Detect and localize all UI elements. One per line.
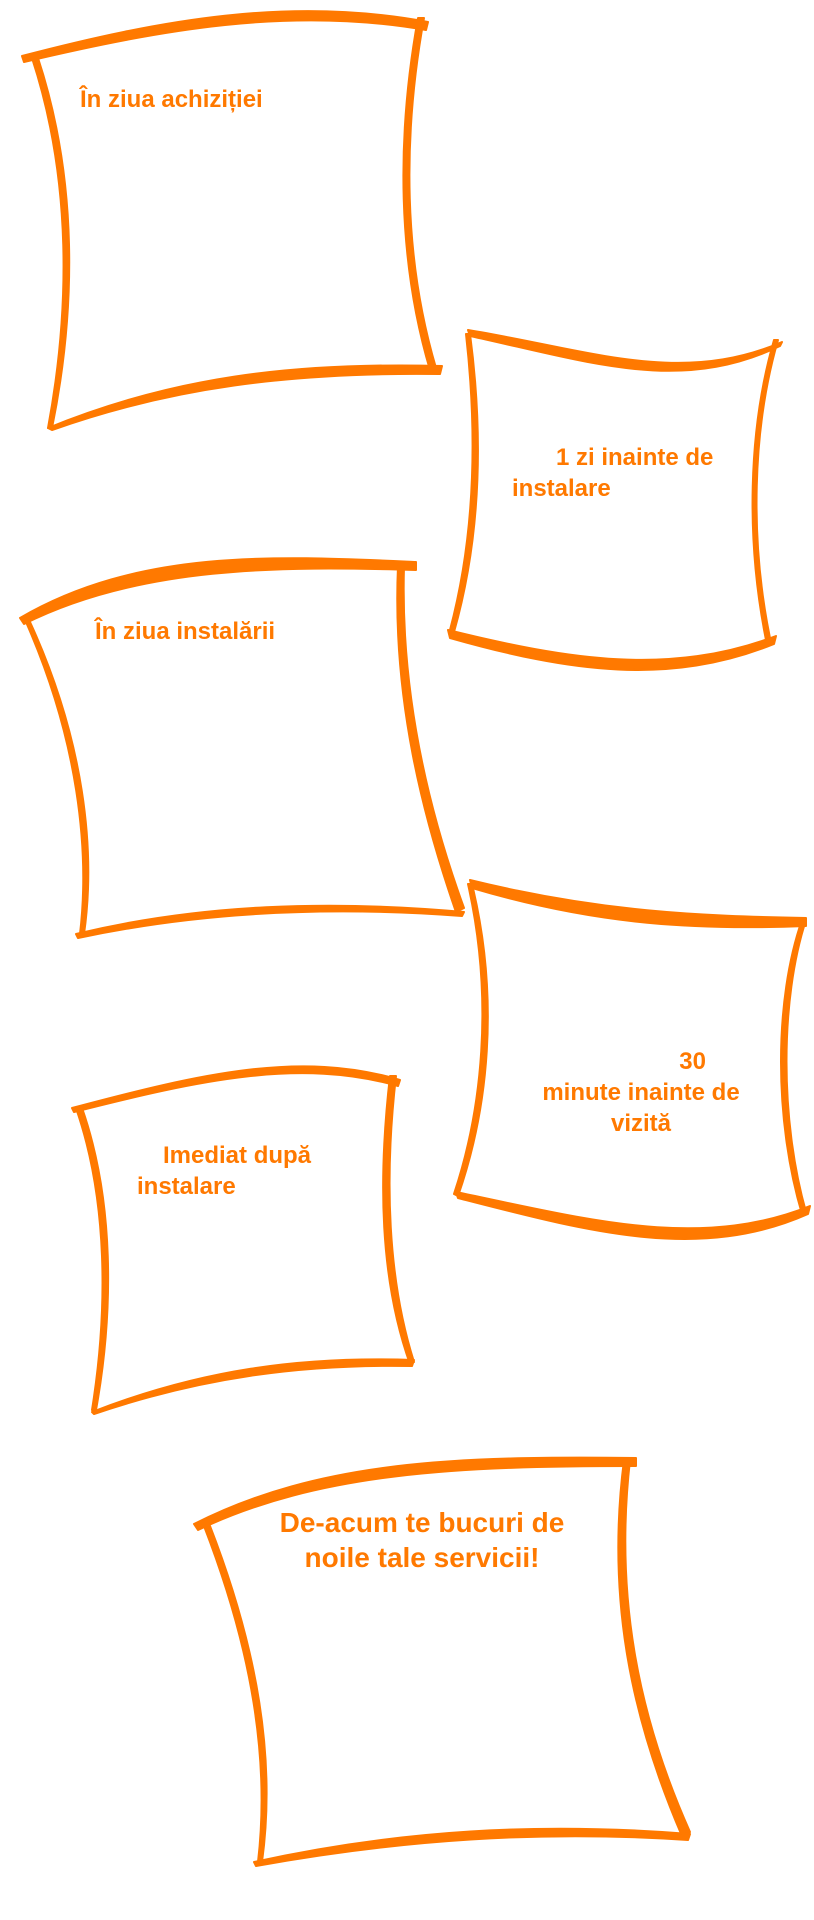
step-3-line-1: În ziua instalării: [95, 618, 276, 645]
step-5-line-2: instalare: [137, 1173, 236, 1200]
sketch-frame-2: [447, 329, 783, 671]
step-6-label: De-acum te bucuri de noile tale servicii…: [232, 1505, 612, 1575]
sketch-frame-3: [19, 557, 465, 939]
step-2-line-1: 1 zi inainte de: [556, 444, 714, 471]
sketch-frame-6: [193, 1456, 691, 1867]
step-6-line-2: noile tale servicii!: [304, 1542, 540, 1573]
step-4-line-3: vizită: [610, 1110, 672, 1137]
step-5-label: Imediat după instalare: [137, 1140, 377, 1202]
sketch-frame-4: [453, 879, 811, 1240]
step-1-line-1: În ziua achiziției: [80, 86, 263, 113]
sketch-frame-5: [71, 1065, 415, 1415]
step-1-label: În ziua achiziției: [80, 84, 380, 115]
step-4-label: 30 minute inainte de vizită: [510, 1046, 772, 1139]
step-5-line-1: Imediat după: [163, 1142, 312, 1169]
step-2-line-2: instalare: [512, 475, 611, 502]
step-6-line-1: De-acum te bucuri de: [279, 1507, 565, 1538]
step-2-label: 1 zi inainte de instalare: [512, 442, 744, 504]
step-4-line-2: minute inainte de: [542, 1079, 740, 1106]
step-3-label: În ziua instalării: [95, 616, 395, 647]
step-4-line-1: 30: [679, 1048, 706, 1075]
sketch-frame-1: [21, 10, 443, 431]
